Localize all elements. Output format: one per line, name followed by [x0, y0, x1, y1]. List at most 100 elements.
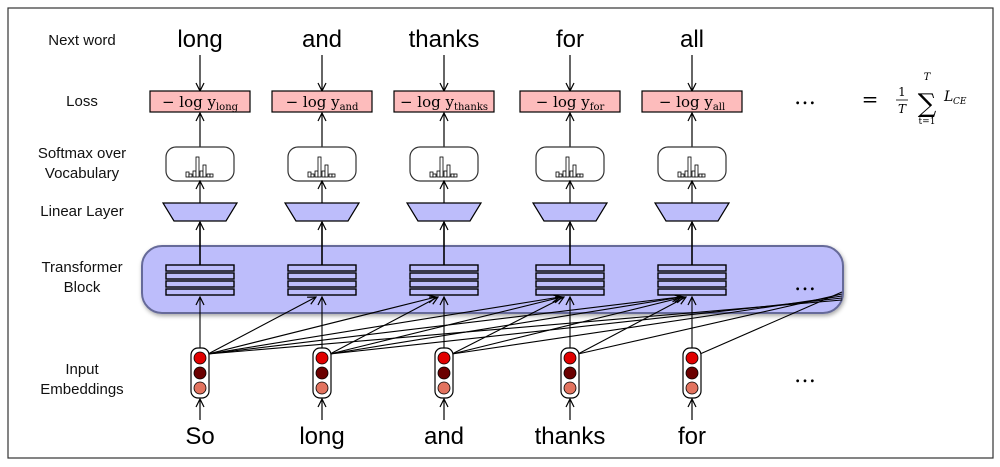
- embedding-cell: [437, 381, 451, 395]
- loss-subscript: thanks: [454, 102, 488, 113]
- histogram-bar: [443, 170, 448, 178]
- transformer-layer: [287, 280, 357, 288]
- transformer-layer: [657, 264, 727, 272]
- histogram-bar: [684, 170, 689, 178]
- histogram-bar: [199, 170, 204, 178]
- histogram-bar: [436, 170, 441, 178]
- input-word: and: [424, 423, 464, 450]
- embedding-cell: [685, 381, 699, 395]
- histogram-bar: [432, 173, 437, 178]
- histogram-bar: [691, 170, 696, 178]
- embedding-cell: [193, 366, 207, 380]
- embedding-cell: [315, 381, 329, 395]
- transformer-layer: [165, 272, 235, 280]
- histogram-bar: [439, 156, 444, 178]
- next-word: all: [680, 26, 704, 53]
- histogram-bar: [579, 173, 584, 178]
- row-label-transformer-1: Transformer: [41, 259, 122, 276]
- next-word: for: [556, 26, 584, 53]
- histogram-bar: [576, 173, 581, 178]
- attention-arrow: [329, 297, 562, 355]
- histogram-bar: [558, 173, 563, 178]
- attention-arrow: [329, 297, 682, 355]
- row-label-softmax-1: Softmax over: [38, 145, 126, 162]
- histogram-bar: [555, 171, 560, 178]
- loss-term: − log yand: [286, 93, 359, 113]
- input-word: for: [678, 423, 706, 450]
- attention-arrow: [451, 297, 564, 355]
- linear-layer: [653, 202, 731, 222]
- loss-term: L: [943, 89, 953, 105]
- loss-prefix: − log y: [400, 93, 455, 111]
- transformer-layer: [657, 272, 727, 280]
- histogram-bar: [569, 170, 574, 178]
- row-label-next-word: Next word: [48, 32, 116, 49]
- histogram-bar: [687, 156, 692, 178]
- attention-arrow: [207, 297, 316, 355]
- linear-layer: [161, 202, 239, 222]
- transformer-layer: [409, 288, 479, 296]
- histogram-bar: [429, 171, 434, 178]
- loss-subscript: and: [340, 102, 359, 113]
- embedding-cell: [563, 351, 577, 365]
- transformer-layer: [287, 288, 357, 296]
- histogram-bar: [202, 164, 207, 178]
- linear-layer: [531, 202, 609, 222]
- histogram-bar: [188, 173, 193, 178]
- sum-symbol: ∑: [918, 89, 937, 119]
- histogram-bar: [680, 173, 685, 178]
- histogram-bar: [185, 171, 190, 178]
- loss-term: − log yall: [659, 93, 725, 113]
- row-label-softmax-2: Vocabulary: [45, 165, 120, 182]
- histogram-bar: [446, 164, 451, 178]
- linear-layer: [283, 202, 361, 222]
- transformer-layer: [287, 264, 357, 272]
- histogram-bar: [331, 173, 336, 178]
- embedding-cell: [685, 366, 699, 380]
- sum-lower: t=1: [919, 117, 936, 127]
- next-word: and: [302, 26, 342, 53]
- input-ellipsis: …: [794, 363, 816, 388]
- histogram-bar: [453, 173, 458, 178]
- histogram-bar: [677, 171, 682, 178]
- equals-sign: =: [862, 87, 879, 111]
- histogram-bar: [694, 164, 699, 178]
- transformer-ellipsis: …: [794, 271, 816, 296]
- histogram-bar: [701, 173, 706, 178]
- row-label-input-2: Embeddings: [40, 381, 123, 398]
- transformer-layer: [657, 288, 727, 296]
- embedding-cell: [193, 351, 207, 365]
- fraction-denominator: T: [898, 102, 907, 116]
- histogram-bar: [314, 170, 319, 178]
- histogram-bar: [324, 164, 329, 178]
- histogram-bar: [328, 173, 333, 178]
- histogram-bar: [310, 173, 315, 178]
- loss-term: − log ythanks: [400, 93, 488, 113]
- total-loss-formula: = 1 T ∑ T t=1 L CE: [862, 72, 967, 127]
- attention-arrow-continuation: [329, 297, 843, 355]
- loss-prefix: − log y: [162, 93, 217, 111]
- attention-arrow: [577, 297, 686, 355]
- next-word: thanks: [409, 26, 480, 53]
- attention-arrow: [329, 297, 438, 355]
- embedding-cell: [563, 366, 577, 380]
- row-label-transformer-2: Block: [64, 279, 101, 296]
- frame-border: [7, 7, 994, 459]
- histogram-bar: [206, 173, 211, 178]
- attention-arrow-continuation: [577, 293, 843, 355]
- transformer-block: [141, 245, 844, 314]
- transformer-layer: [535, 288, 605, 296]
- loss-subscript: all: [713, 102, 725, 113]
- histogram-bar: [698, 173, 703, 178]
- embedding-cell: [193, 381, 207, 395]
- histogram-bar: [562, 170, 567, 178]
- loss-prefix: − log y: [286, 93, 341, 111]
- input-word: thanks: [535, 423, 606, 450]
- embedding-cell: [437, 366, 451, 380]
- loss-term: − log yfor: [536, 93, 605, 113]
- next-word: long: [177, 26, 222, 53]
- histogram-bar: [317, 156, 322, 178]
- input-word: So: [185, 423, 214, 450]
